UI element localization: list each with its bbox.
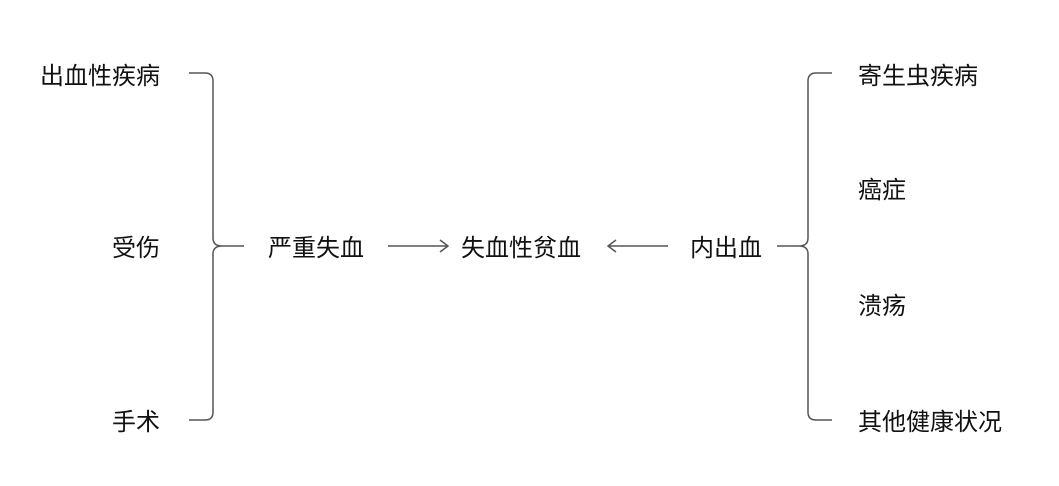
right-brace	[777, 72, 832, 421]
left-brace	[189, 72, 244, 421]
arrow-left	[606, 239, 668, 253]
internal-bleeding: 内出血	[690, 234, 762, 262]
right-cause-cancer: 癌症	[858, 176, 906, 204]
right-cause-other-conditions: 其他健康状况	[858, 408, 1002, 436]
blood-loss-anemia: 失血性贫血	[461, 234, 581, 262]
right-cause-ulcer: 溃疡	[858, 292, 906, 320]
severe-blood-loss: 严重失血	[268, 234, 364, 262]
left-cause-injury: 受伤	[112, 234, 160, 262]
left-cause-bleeding-disorders: 出血性疾病	[40, 62, 160, 90]
right-cause-parasitic-disease: 寄生虫疾病	[858, 62, 978, 90]
left-cause-surgery: 手术	[112, 408, 160, 436]
arrow-right	[388, 239, 450, 253]
